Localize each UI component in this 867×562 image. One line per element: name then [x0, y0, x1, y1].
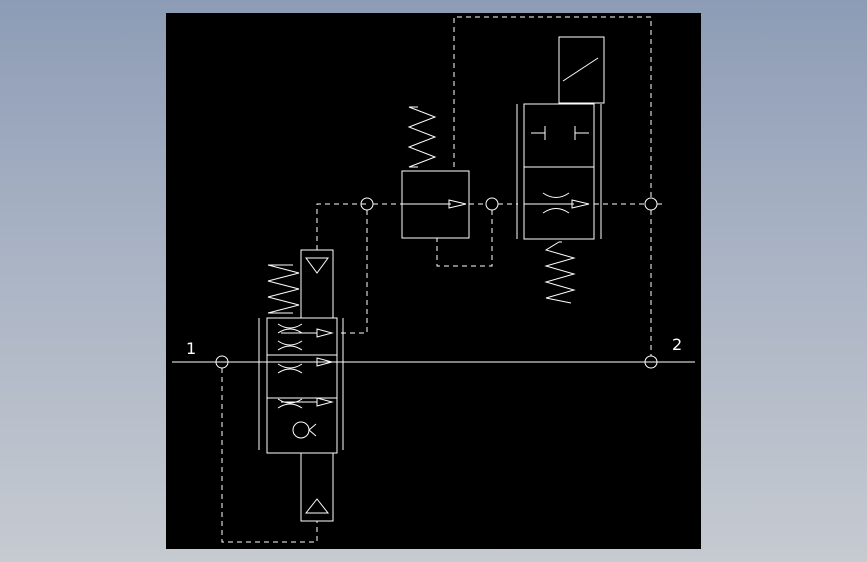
junction-c	[644, 197, 658, 211]
junction-b	[485, 197, 499, 211]
solenoid-valve	[516, 36, 605, 304]
main-valve	[258, 249, 344, 522]
port-label-1: 1	[186, 339, 196, 358]
hydraulic-schematic: 1 2	[172, 16, 695, 543]
port-label-2: 2	[672, 335, 682, 354]
junction-a	[360, 197, 374, 211]
cad-viewport[interactable]: 1 2	[166, 13, 701, 549]
pilot-valve	[401, 106, 470, 239]
pilot-lines	[221, 16, 664, 543]
